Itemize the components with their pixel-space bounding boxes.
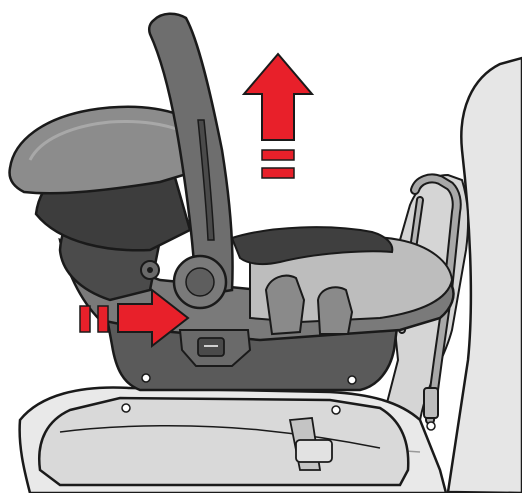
arrow-right-dash-1	[79, 305, 91, 333]
base-bolt-right	[331, 405, 341, 415]
arrow-right-icon	[117, 287, 190, 349]
seat-interior	[230, 226, 394, 266]
arrow-right-dash-2	[97, 305, 109, 333]
vehicle-seat-backrest	[446, 56, 522, 493]
isofix-frame-bar-inner	[412, 175, 460, 423]
base-body	[38, 396, 410, 487]
arrow-up-icon	[241, 52, 315, 141]
canopy-highlight	[28, 120, 185, 161]
lift-direction	[241, 52, 315, 179]
carry-handle	[147, 12, 234, 310]
handle-pivot-inner	[185, 267, 215, 297]
canopy	[8, 105, 202, 252]
base-buckle	[295, 439, 333, 463]
shell-rivet-right	[347, 375, 357, 385]
base-bolt-left	[121, 403, 131, 413]
shell-rivet-left	[141, 373, 151, 383]
isofix-clip-bolt	[426, 421, 436, 431]
pivot-hub-center	[147, 267, 153, 273]
arrow-up-dash-2	[261, 167, 295, 179]
harness-pad-right	[316, 286, 354, 335]
car-seat-base	[38, 396, 410, 487]
base-contour-line	[59, 424, 381, 449]
arrow-up-dash-1	[261, 149, 295, 161]
handle-grip-slot	[197, 119, 215, 241]
isofix-clip	[423, 387, 439, 419]
push-direction	[79, 287, 190, 349]
harness-pad-left	[264, 274, 306, 336]
